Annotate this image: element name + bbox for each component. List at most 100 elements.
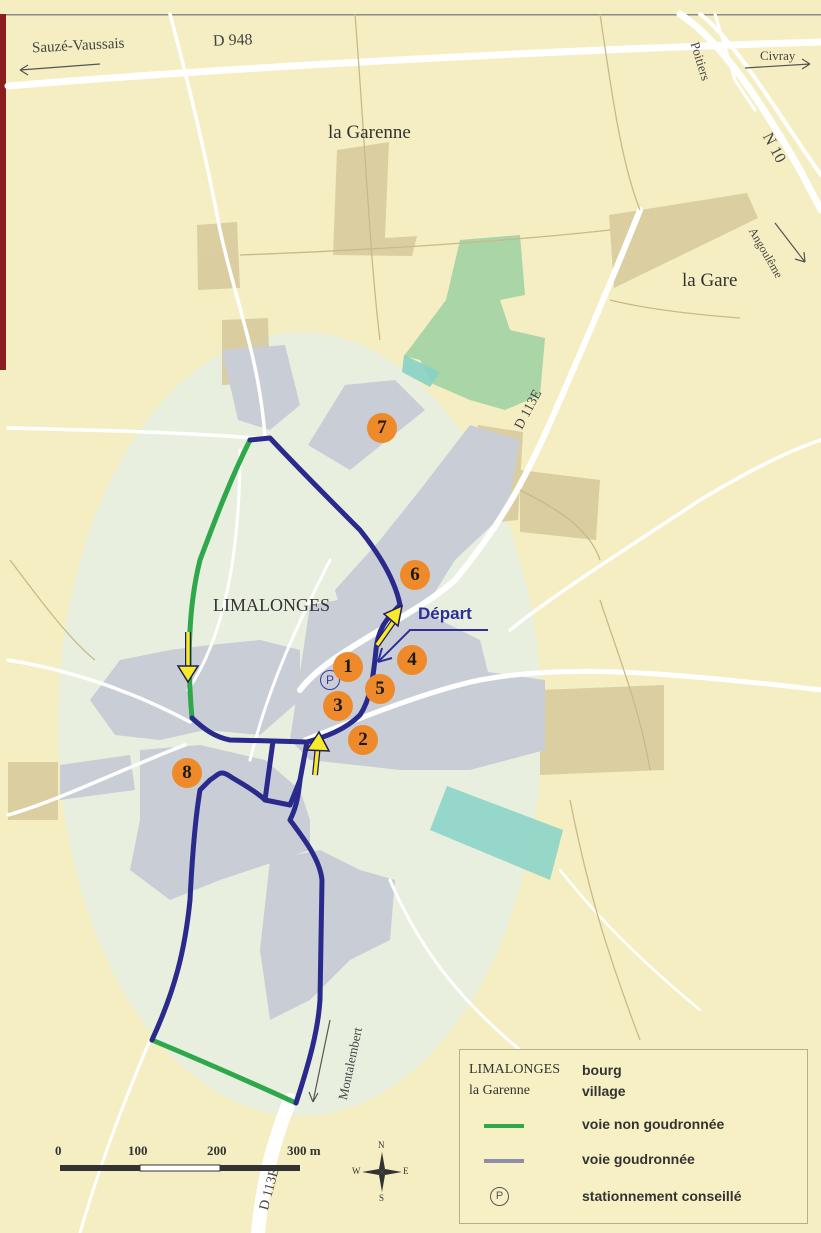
legend: LIMALONGES bourg la Garenne village voie… xyxy=(459,1049,808,1224)
road-northeast xyxy=(508,438,821,632)
road-village-center xyxy=(248,558,332,762)
built-area xyxy=(308,380,425,470)
map-top-edge xyxy=(6,14,821,16)
field-patch xyxy=(8,762,58,820)
paved-segment-west xyxy=(149,715,276,1043)
point-marker-4: 4 xyxy=(397,645,427,675)
compass-w: W xyxy=(352,1166,361,1176)
scale-tick-300: 300 m xyxy=(287,1143,321,1158)
arrow-civray xyxy=(744,58,811,70)
legend-paved-swatch xyxy=(484,1159,524,1163)
scale-bar-graphic xyxy=(60,1164,300,1172)
road-north-west xyxy=(168,12,267,440)
road-east-track xyxy=(558,868,702,1012)
field-line xyxy=(519,489,601,561)
point-marker-5: 5 xyxy=(365,674,395,704)
arrow-angouleme xyxy=(774,222,806,263)
field-line xyxy=(569,799,641,1041)
direction-arrow-south xyxy=(305,730,331,776)
compass-rose-icon xyxy=(362,1152,402,1192)
road-south-west xyxy=(78,1038,152,1233)
map-edge-bar xyxy=(0,14,6,370)
legend-parking-icon: P xyxy=(490,1187,509,1206)
legend-parking-label: stationnement conseillé xyxy=(582,1188,742,1204)
road-n10 xyxy=(676,10,821,214)
field-patch xyxy=(520,470,600,540)
start-arrow-head xyxy=(377,647,393,663)
built-area xyxy=(335,425,520,630)
label-civray: Civray xyxy=(760,48,796,63)
paved-segment-north xyxy=(247,435,403,608)
direction-arrow-west xyxy=(176,632,200,684)
built-area xyxy=(290,590,545,770)
field-line xyxy=(239,229,611,256)
water-patch xyxy=(402,355,440,387)
field-patch xyxy=(609,193,758,288)
start-arrow xyxy=(377,629,488,663)
legend-unpaved-label: voie non goudronnée xyxy=(582,1116,725,1132)
direction-arrows xyxy=(176,604,404,776)
point-marker-7: 7 xyxy=(367,413,397,443)
road-d948 xyxy=(4,38,821,90)
field-line xyxy=(599,599,651,771)
scale-tick-0: 0 xyxy=(55,1143,62,1158)
direction-arrow-north xyxy=(374,604,404,647)
point-marker-2: 2 xyxy=(348,725,378,755)
water-patch xyxy=(430,786,563,880)
arrow-sauze xyxy=(19,63,101,76)
legend-village-label: village xyxy=(582,1083,626,1099)
built-area xyxy=(222,345,300,430)
road-east xyxy=(302,668,821,743)
field-line xyxy=(9,559,96,661)
legend-village-example: la Garenne xyxy=(469,1083,531,1098)
legend-paved-label: voie goudronnée xyxy=(582,1151,695,1167)
label-d948: D 948 xyxy=(212,31,253,50)
built-area xyxy=(260,850,395,1020)
parking-icon: P xyxy=(320,670,340,690)
road-d113e-north xyxy=(297,207,643,693)
legend-bourg-label: bourg xyxy=(582,1062,622,1078)
road-village-west xyxy=(186,448,242,692)
field-boundaries xyxy=(9,13,741,1041)
start-arrow-line xyxy=(377,629,488,663)
scale-bar: 0 100 200 300 m xyxy=(50,1143,340,1173)
point-marker-3: 3 xyxy=(323,691,353,721)
road-south-east xyxy=(388,878,522,1052)
label-limalonges: LIMALONGES xyxy=(213,595,330,615)
paved-segment-loop xyxy=(262,777,303,808)
built-area xyxy=(90,640,300,740)
compass-s: S xyxy=(379,1193,385,1203)
compass-n: N xyxy=(378,1140,385,1150)
field-line xyxy=(609,299,741,319)
road-poitiers xyxy=(713,12,757,112)
road-arrows xyxy=(19,58,811,1103)
field-patch xyxy=(540,685,664,775)
roads xyxy=(4,10,821,1233)
field-line xyxy=(599,13,641,211)
scale-tick-100: 100 xyxy=(128,1143,148,1158)
paved-route xyxy=(149,435,403,1106)
woods xyxy=(404,235,545,410)
compass-e: E xyxy=(403,1166,409,1176)
arrow-montalembert xyxy=(308,1019,331,1103)
point-marker-1: 1 xyxy=(333,652,363,682)
field-line xyxy=(354,13,381,341)
road-southwest xyxy=(6,743,187,817)
point-marker-6: 6 xyxy=(400,560,430,590)
legend-bourg-example: LIMALONGES xyxy=(469,1062,560,1077)
scale-tick-200: 200 xyxy=(207,1143,227,1158)
label-depart: Départ xyxy=(418,604,472,623)
road-n10-lane xyxy=(698,12,821,177)
label-la-garenne: la Garenne xyxy=(328,122,411,143)
paved-segment-cross xyxy=(270,738,310,745)
field-patch xyxy=(333,142,417,256)
road-west xyxy=(6,426,257,440)
legend-unpaved-swatch xyxy=(484,1124,524,1128)
label-la-gare: la Gare xyxy=(682,270,738,291)
point-marker-8: 8 xyxy=(172,758,202,788)
compass: N S E W xyxy=(352,1140,409,1203)
unpaved-segment-south xyxy=(149,1037,299,1106)
road-west-lower xyxy=(6,658,192,724)
